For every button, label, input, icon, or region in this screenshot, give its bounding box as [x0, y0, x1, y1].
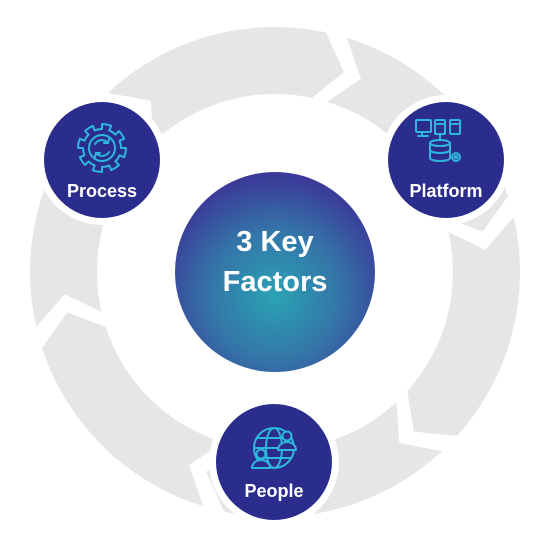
computers-database-icon	[415, 119, 461, 162]
node-people: People	[209, 397, 339, 527]
node-process: Process	[37, 95, 167, 225]
node-process-label: Process	[67, 181, 137, 201]
node-people-disc	[216, 404, 332, 520]
center-circle: 3 Key Factors	[175, 172, 375, 372]
ring-arrow-segment	[41, 312, 223, 507]
ring-arrow-segment	[407, 216, 520, 436]
node-platform-label: Platform	[409, 181, 482, 201]
node-people-label: People	[244, 481, 303, 501]
center-title-line2: Factors	[223, 266, 328, 298]
center-disc	[175, 172, 375, 372]
node-platform: Platform	[381, 95, 511, 225]
ring-arrow-segment	[107, 27, 344, 142]
center-title-line1: 3 Key	[236, 226, 313, 258]
gear-cycle-icon	[77, 123, 127, 173]
globe-people-icon	[251, 427, 297, 469]
